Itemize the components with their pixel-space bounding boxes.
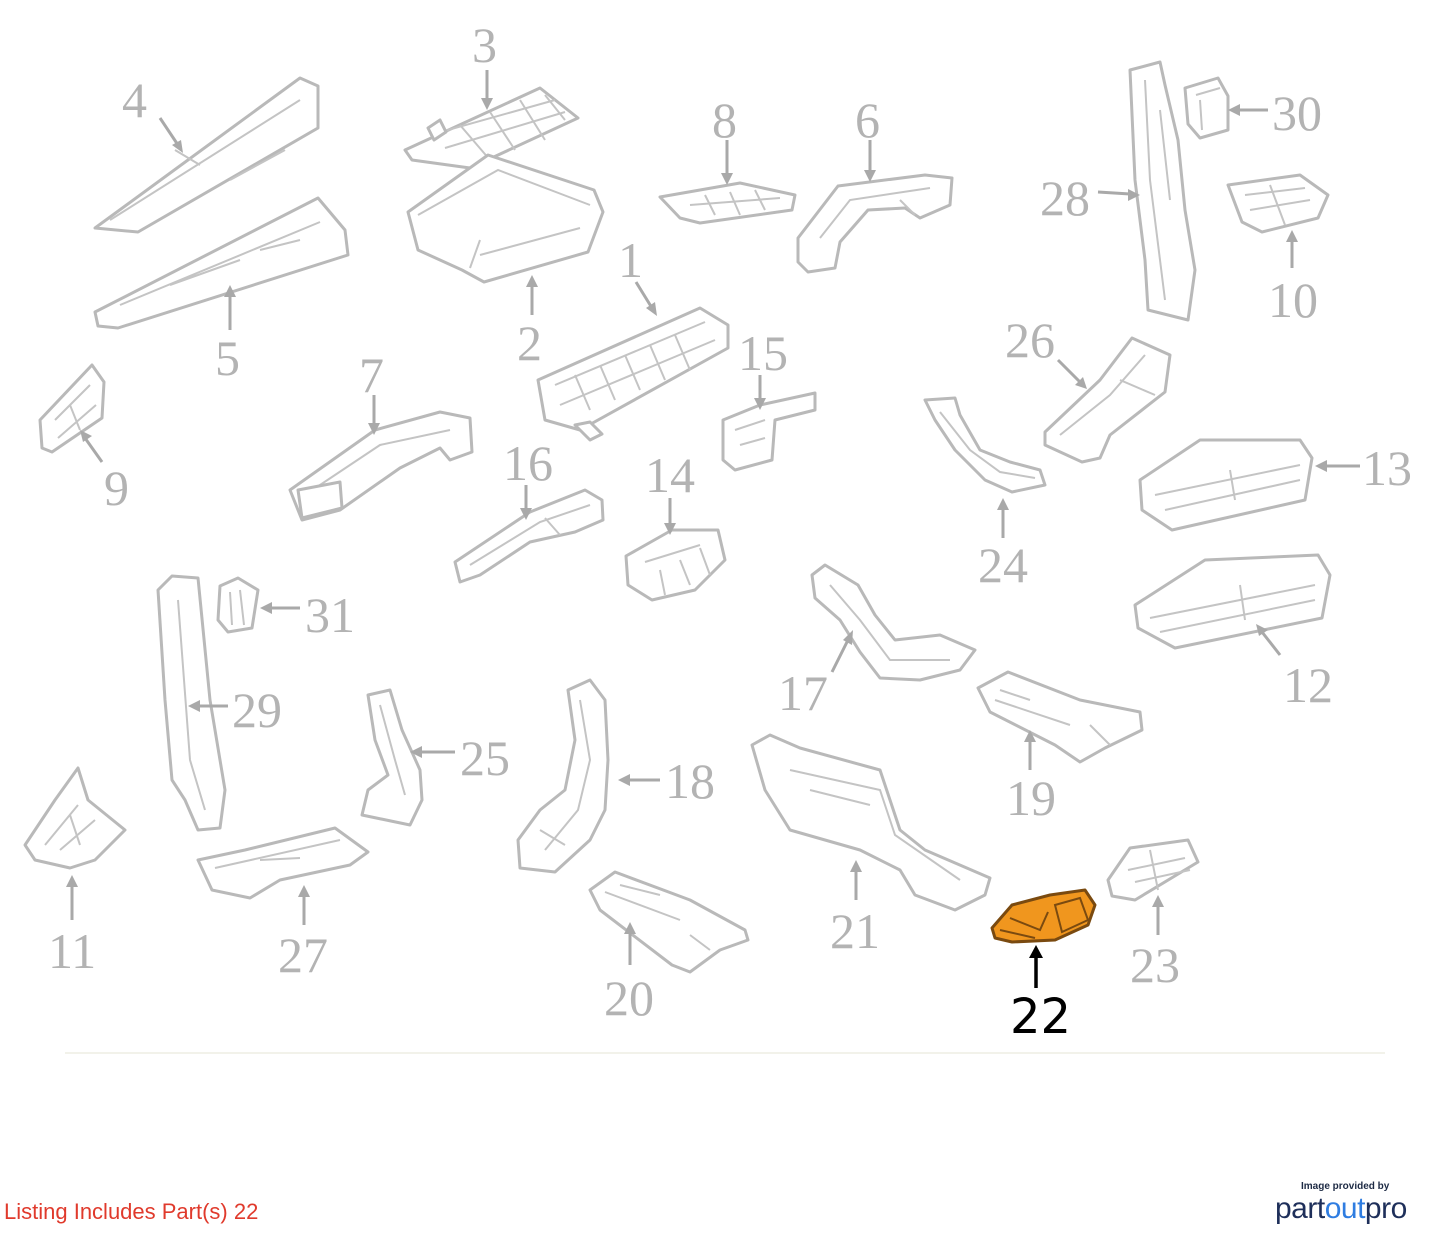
part-4 — [93, 76, 320, 234]
callout-30: 30 — [1272, 85, 1322, 141]
callout-26: 26 — [1005, 312, 1055, 368]
brand-name: partoutpro — [1275, 1192, 1425, 1226]
callout-4: 4 — [122, 72, 147, 128]
callout-17: 17 — [778, 665, 828, 721]
part-17 — [810, 563, 977, 682]
brand-name-out: out — [1324, 1192, 1366, 1225]
callout-28: 28 — [1040, 170, 1090, 226]
brand-caption: Image provided by — [1301, 1181, 1390, 1192]
brand-name-part: part — [1275, 1192, 1325, 1225]
part-26 — [1043, 336, 1172, 464]
part-19 — [976, 670, 1144, 764]
callout-2: 2 — [517, 315, 542, 371]
callout-6: 6 — [855, 92, 880, 148]
brand-logo: Image provided by partoutpro — [1275, 1181, 1425, 1226]
listing-note: Listing Includes Part(s) 22 — [4, 1199, 259, 1224]
callout-19: 19 — [1006, 770, 1056, 826]
part-9 — [38, 363, 106, 454]
part-2 — [406, 153, 605, 284]
callout-22: 22 — [1010, 989, 1071, 1045]
callout-23: 23 — [1130, 937, 1180, 993]
callout-29: 29 — [232, 682, 282, 738]
callout-11: 11 — [48, 923, 96, 979]
callout-21: 21 — [830, 903, 880, 959]
part-5 — [93, 196, 350, 330]
part-24 — [923, 396, 1047, 494]
callout-labels: 1 2 3 4 5 6 7 8 9 10 11 12 13 14 15 16 1… — [48, 17, 1412, 1026]
part-1 — [536, 306, 730, 442]
callout-24: 24 — [978, 537, 1028, 593]
part-29 — [156, 574, 227, 832]
part-21 — [750, 733, 992, 912]
part-31 — [216, 576, 260, 634]
callout-arrow-22 — [1029, 945, 1043, 988]
callout-27: 27 — [278, 927, 328, 983]
part-20 — [588, 870, 750, 974]
callout-12: 12 — [1283, 657, 1333, 713]
part-3 — [403, 86, 580, 170]
part-22 — [990, 888, 1097, 944]
part-7 — [288, 410, 474, 522]
callout-3: 3 — [472, 17, 497, 73]
part-15 — [721, 391, 817, 472]
callout-1: 1 — [618, 232, 643, 288]
part-28 — [1128, 60, 1197, 322]
part-10 — [1226, 173, 1330, 234]
part-12 — [1133, 553, 1332, 650]
part-6 — [796, 173, 954, 274]
brand-name-pro: pro — [1364, 1192, 1407, 1225]
part-25 — [360, 688, 424, 827]
callout-10: 10 — [1268, 272, 1318, 328]
part-14 — [624, 528, 727, 602]
callout-18: 18 — [665, 753, 715, 809]
callout-13: 13 — [1362, 440, 1412, 496]
part-30 — [1183, 76, 1230, 140]
callout-14: 14 — [645, 447, 695, 503]
part-27 — [196, 826, 370, 900]
callout-20: 20 — [604, 970, 654, 1026]
part-18 — [516, 678, 610, 874]
callout-arrows — [66, 70, 1360, 965]
part-23 — [1106, 838, 1200, 902]
callout-5: 5 — [215, 330, 240, 386]
part-8 — [658, 181, 797, 225]
part-11 — [23, 766, 127, 870]
part-16 — [453, 488, 605, 584]
part-13 — [1138, 438, 1314, 532]
callout-7: 7 — [359, 347, 384, 403]
callout-16: 16 — [503, 435, 553, 491]
callout-8: 8 — [712, 92, 737, 148]
callout-15: 15 — [738, 325, 788, 381]
callout-31: 31 — [305, 587, 355, 643]
callout-9: 9 — [104, 460, 129, 516]
callout-25: 25 — [460, 730, 510, 786]
